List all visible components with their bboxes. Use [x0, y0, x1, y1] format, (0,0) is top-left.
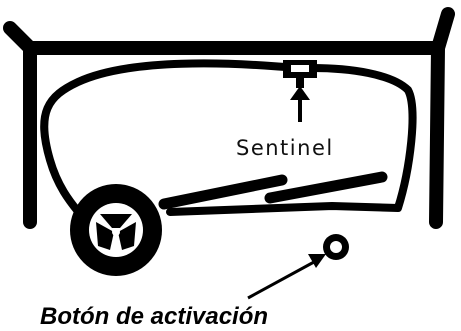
- activation-button-center: [330, 241, 342, 253]
- sentinel-arrow: [290, 86, 310, 122]
- wheel-hub: [112, 228, 120, 236]
- frame-inner-loop-right: [166, 64, 417, 216]
- frame-inner-loop: [40, 59, 300, 218]
- lower-bar-right: [264, 171, 388, 204]
- activation-button: [323, 234, 349, 260]
- cart-lower-bars: [158, 171, 388, 210]
- frame-right-post: [429, 7, 455, 229]
- sentinel-sensor-stem: [296, 78, 304, 88]
- wheel-spokes: [96, 214, 136, 250]
- frame-left-post: [3, 21, 37, 229]
- cart-wheel: [70, 184, 162, 276]
- cart-frame: [3, 7, 455, 229]
- sentinel-label: Sentinel: [236, 136, 334, 160]
- activation-arrow: [247, 254, 326, 300]
- sentinel-sensor: [283, 60, 317, 88]
- lower-bar-left: [158, 174, 288, 210]
- activation-button-label: Botón de activación: [40, 303, 268, 330]
- sentinel-sensor-window: [291, 65, 309, 72]
